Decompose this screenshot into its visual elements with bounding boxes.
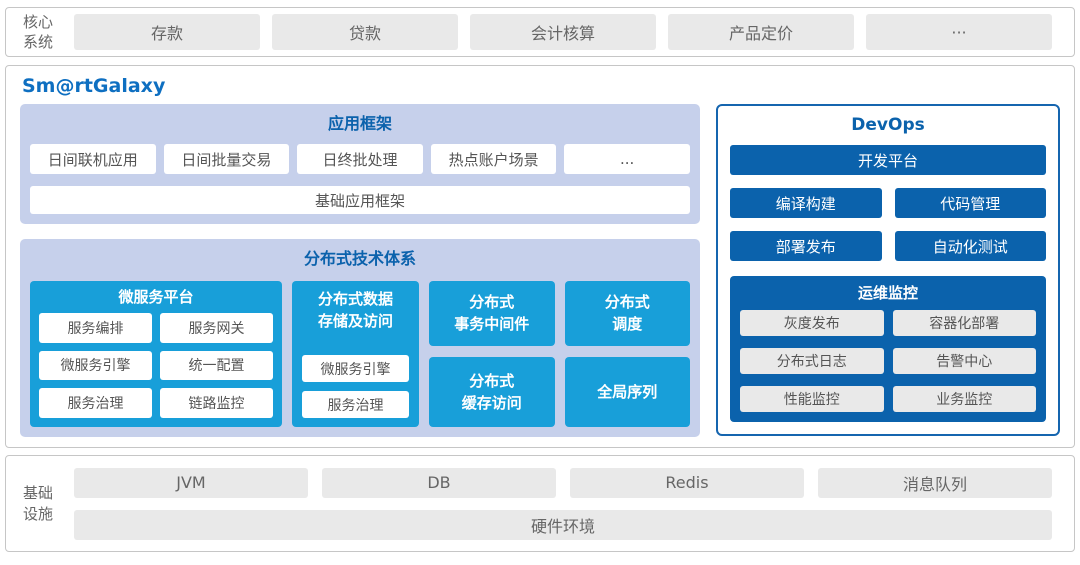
- infra-hardware-environment: 硬件环境: [74, 509, 1052, 540]
- distributed-title: 分布式技术体系: [303, 249, 416, 268]
- chip-storage-microservice-engine: 微服务引擎: [302, 355, 409, 382]
- infra-redis: Redis: [570, 467, 804, 498]
- chip-performance-monitoring: 性能监控: [740, 386, 884, 412]
- ops-monitoring-grid: 灰度发布 容器化部署 分布式日志 告警中心 性能监控 业务监控: [740, 310, 1036, 412]
- infrastructure-label: 基础 设施: [22, 484, 53, 523]
- core-systems-label: 核心 系统: [22, 12, 53, 51]
- app-online: 日间联机应用: [30, 144, 156, 174]
- microservice-platform-box: 微服务平台 服务编排 服务网关 微服务引擎 统一配置 服务治理 链路监控: [30, 281, 282, 427]
- distributed-grid: 微服务平台 服务编排 服务网关 微服务引擎 统一配置 服务治理 链路监控: [30, 281, 690, 427]
- app-batch-trade: 日间批量交易: [163, 144, 290, 174]
- infra-db: DB: [322, 467, 556, 498]
- platform-container: Sm@rtGalaxy 应用框架 日间联机应用 日间批量交易 日终批处理 热点账…: [5, 65, 1075, 448]
- app-framework-title: 应用框架: [327, 114, 392, 133]
- distributed-scheduling-box: 分布式 调度: [564, 281, 690, 346]
- build-box: 编译构建: [730, 188, 882, 218]
- app-framework-panel: 应用框架 日间联机应用 日间批量交易 日终批处理 热点账户场景 ... 基础应用…: [20, 104, 700, 224]
- platform-left-column: 应用框架 日间联机应用 日间批量交易 日终批处理 热点账户场景 ... 基础应用…: [20, 104, 700, 437]
- cache-access-box: 分布式 缓存访问: [429, 356, 555, 427]
- ops-monitoring-title: 运维监控: [857, 284, 918, 302]
- automated-testing-box: 自动化测试: [894, 231, 1046, 261]
- chip-gray-release: 灰度发布: [740, 310, 884, 336]
- core-systems-row: 存款 贷款 会计核算 产品定价 ···: [74, 14, 1052, 50]
- architecture-diagram: 核心 系统 存款 贷款 会计核算 产品定价 ··· Sm@rtGalaxy 应用…: [0, 7, 1080, 565]
- transaction-middleware-box: 分布式 事务中间件: [429, 281, 555, 346]
- chip-distributed-log: 分布式日志: [740, 348, 884, 374]
- chip-alert-center: 告警中心: [892, 348, 1036, 374]
- data-storage-box: 分布式数据 存储及访问 微服务引擎 服务治理: [292, 281, 419, 427]
- code-management-box: 代码管理: [894, 188, 1046, 218]
- app-hot-account: 热点账户场景: [430, 144, 557, 174]
- platform-body: 应用框架 日间联机应用 日间批量交易 日终批处理 热点账户场景 ... 基础应用…: [20, 104, 1060, 437]
- microservice-chip-grid: 服务编排 服务网关 微服务引擎 统一配置 服务治理 链路监控: [39, 313, 273, 418]
- ops-monitoring-box: 运维监控 灰度发布 容器化部署 分布式日志 告警中心 性能监控 业务监控: [730, 276, 1046, 422]
- chip-container-deploy: 容器化部署: [892, 310, 1036, 336]
- platform-title: Sm@rtGalaxy: [22, 75, 166, 97]
- chip-service-governance: 服务治理: [39, 388, 152, 418]
- app-framework-row: 日间联机应用 日间批量交易 日终批处理 热点账户场景 ...: [30, 144, 690, 174]
- infrastructure-row: JVM DB Redis 消息队列: [74, 467, 1052, 498]
- core-systems-bar: 核心 系统 存款 贷款 会计核算 产品定价 ···: [5, 7, 1075, 57]
- data-storage-title: 分布式数据 存储及访问: [317, 290, 393, 330]
- infra-jvm: JVM: [74, 467, 308, 498]
- app-eod-batch: 日终批处理: [297, 144, 423, 174]
- base-app-framework: 基础应用框架: [30, 186, 690, 214]
- chip-unified-config: 统一配置: [160, 350, 273, 381]
- core-system-item-deposit: 存款: [74, 14, 260, 50]
- chip-storage-service-governance: 服务治理: [302, 391, 409, 418]
- chip-business-monitoring: 业务监控: [892, 386, 1036, 412]
- app-more: ...: [564, 144, 690, 174]
- chip-service-orchestration: 服务编排: [39, 313, 152, 343]
- core-system-item-accounting: 会计核算: [470, 14, 656, 50]
- distributed-panel: 分布式技术体系 微服务平台 服务编排 服务网关 微服务引擎 统一配置 服务治理 …: [20, 239, 700, 437]
- devops-title: DevOps: [851, 115, 925, 135]
- infrastructure-column: JVM DB Redis 消息队列 硬件环境: [74, 467, 1052, 540]
- core-system-item-loan: 贷款: [272, 14, 458, 50]
- core-system-item-more: ···: [866, 14, 1052, 50]
- chip-trace-monitoring: 链路监控: [160, 388, 273, 418]
- global-sequence-box: 全局序列: [564, 356, 690, 427]
- dev-platform-box: 开发平台: [730, 145, 1046, 175]
- infra-message-queue: 消息队列: [818, 467, 1052, 498]
- devops-panel: DevOps 开发平台 编译构建 代码管理 部署发布 自动化测试 运维监控 灰度…: [716, 104, 1060, 436]
- chip-service-gateway: 服务网关: [160, 313, 273, 343]
- deploy-release-box: 部署发布: [730, 231, 882, 261]
- microservice-platform-title: 微服务平台: [118, 288, 194, 306]
- devops-tools-grid: 编译构建 代码管理 部署发布 自动化测试: [730, 188, 1046, 261]
- chip-microservice-engine: 微服务引擎: [39, 350, 152, 381]
- infrastructure-bar: 基础 设施 JVM DB Redis 消息队列 硬件环境: [5, 455, 1075, 552]
- core-system-item-pricing: 产品定价: [668, 14, 854, 50]
